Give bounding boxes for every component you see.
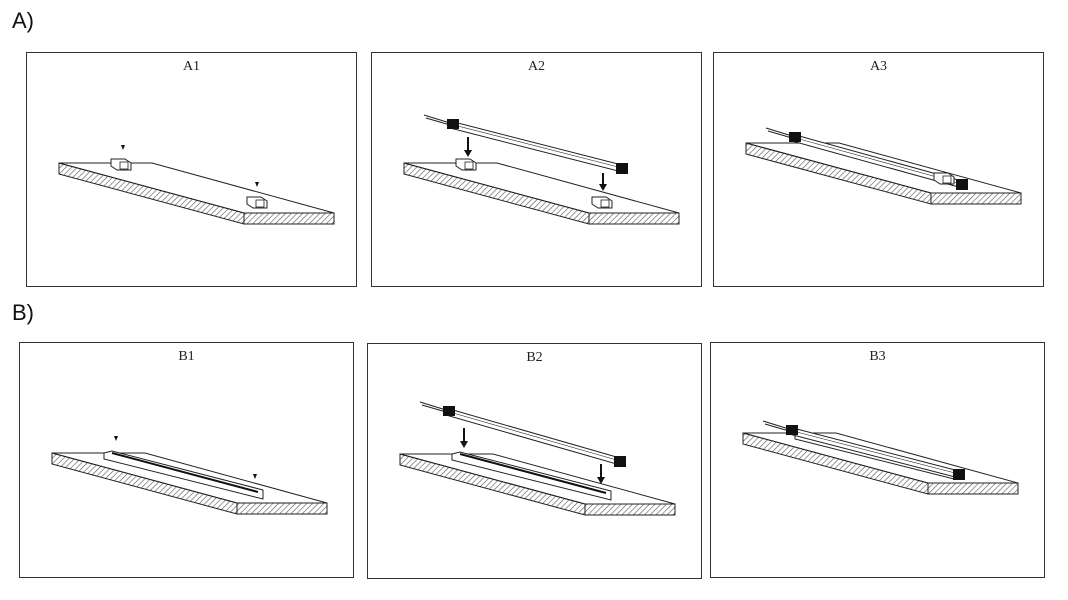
board-side-edge [584, 503, 676, 516]
insert-arrow-right-head [599, 184, 607, 191]
insert-arrow-left-head [460, 441, 468, 448]
led-strip-wire-2 [421, 404, 447, 413]
mounting-clip-left-slot [119, 161, 129, 170]
led-strip-line [445, 410, 621, 462]
led-strip-wire-1 [419, 401, 447, 411]
illustration-b2 [399, 401, 676, 516]
section-a-label: A) [12, 8, 34, 33]
panel-b1: B1 [19, 342, 354, 578]
led-strip-wire-2 [425, 117, 451, 126]
led-strip-wire-1 [762, 420, 790, 430]
led-strip-cap-right [956, 179, 968, 190]
led-strip-cap-left [447, 119, 459, 129]
section-b-label: B) [12, 300, 34, 325]
led-strip-cap-right [953, 469, 965, 480]
illustration-a3 [745, 127, 1022, 205]
panel-b2: B2 [367, 343, 702, 579]
panel-a2: A2 [371, 52, 702, 287]
led-strip-cap-left [789, 132, 801, 142]
led-strip-wire-2 [767, 130, 793, 139]
panel-a1-title: A1 [182, 59, 201, 74]
board-side-edge [243, 212, 335, 225]
insert-arrow-right-head [597, 477, 605, 484]
led-strip-cap-left [443, 406, 455, 416]
illustration-a2 [403, 114, 680, 225]
board-side-edge [927, 482, 1019, 495]
aluminium-channel [103, 450, 264, 500]
led-strip-wire-1 [765, 127, 793, 137]
mounting-clip-right-slot [255, 199, 265, 208]
led-strip-cap-left [786, 425, 798, 435]
led-strip-line [449, 123, 623, 169]
mounting-clip-right-slot [600, 199, 610, 208]
mounting-clip-left-slot [464, 161, 474, 170]
illustration-a1 [58, 145, 335, 225]
illustration-b1 [51, 436, 328, 515]
clip-marker-right [255, 182, 259, 187]
led-strip-cap-right [616, 163, 628, 174]
aluminium-channel-groove [111, 452, 259, 493]
clip-marker-left [121, 145, 125, 150]
panel-a3: A3 [713, 52, 1044, 287]
panel-b2-title: B2 [526, 350, 543, 365]
panel-b1-title: B1 [178, 349, 195, 364]
aluminium-channel [451, 451, 612, 501]
board-side-edge [236, 502, 328, 515]
led-strip-wire-2 [764, 423, 790, 432]
panel-b3-title: B3 [869, 349, 886, 364]
mounting-clip-right-slot [942, 175, 952, 184]
channel-marker-right [253, 474, 257, 479]
channel-marker-left [114, 436, 118, 441]
led-strip-wire-1 [423, 114, 451, 124]
aluminium-channel-groove [459, 453, 607, 494]
board-side-edge [588, 212, 680, 225]
led-strip-line [788, 429, 960, 475]
illustration-b3 [742, 420, 1019, 495]
board-side-edge [930, 192, 1022, 205]
panel-b3: B3 [710, 342, 1045, 578]
led-strip-cap-right [614, 456, 626, 467]
panel-a1: A1 [26, 52, 357, 287]
panel-a3-title: A3 [869, 59, 888, 74]
panel-a2-title: A2 [527, 59, 546, 74]
insert-arrow-left-head [464, 150, 472, 157]
